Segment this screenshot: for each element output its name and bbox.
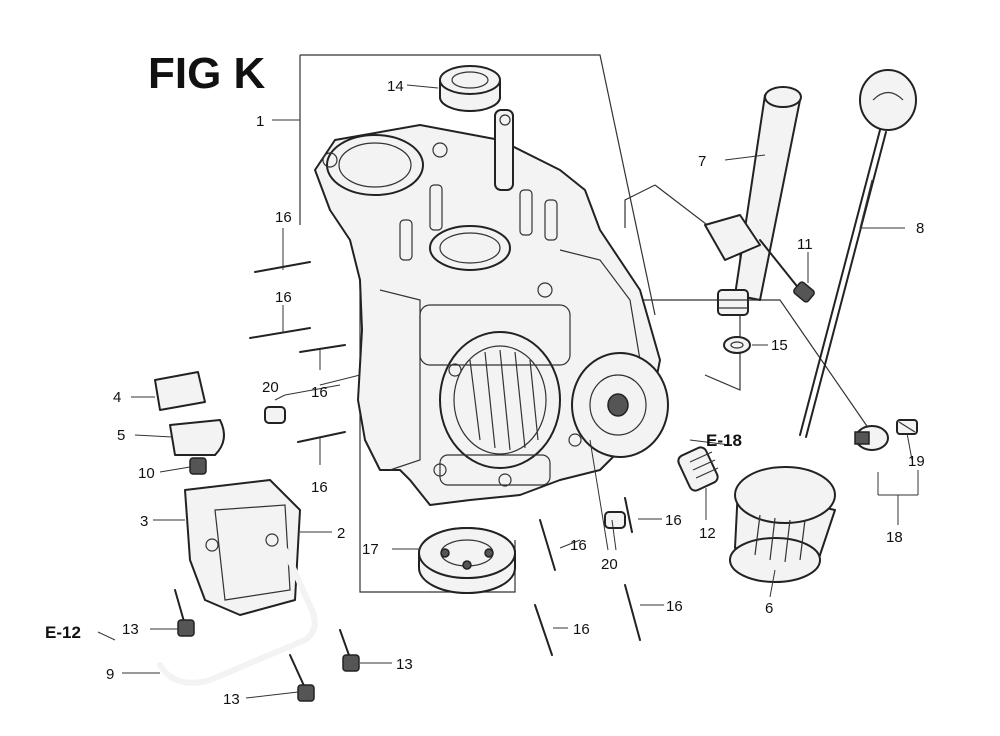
callout-16-d: 16	[311, 479, 328, 496]
oil-filter-6	[729, 466, 836, 583]
callout-10: 10	[138, 465, 155, 482]
callout-4: 4	[113, 389, 121, 406]
crankcase	[314, 109, 669, 506]
callout-20-b: 20	[601, 556, 618, 573]
bolt-10	[189, 457, 207, 475]
callout-3: 3	[140, 513, 148, 530]
dipstick-8	[799, 69, 917, 438]
filler-tube-7	[704, 86, 802, 316]
reference-e18: E-18	[706, 431, 742, 450]
callout-16-e: 16	[570, 537, 587, 554]
assembly-boundary	[300, 54, 656, 316]
gasket-2	[214, 504, 291, 601]
cover-3	[184, 479, 301, 616]
sub-bracket-18	[640, 299, 881, 446]
plate-4	[154, 371, 206, 411]
callout-19: 19	[908, 453, 925, 470]
bolts-13	[174, 589, 360, 702]
pressure-switch-18	[854, 419, 918, 451]
bolt-11	[759, 239, 815, 303]
callout-8: 8	[916, 220, 924, 237]
callout-13-b: 13	[396, 656, 413, 673]
callout-16-c: 16	[311, 384, 328, 401]
callout-16-f: 16	[665, 512, 682, 529]
bearing-17	[418, 527, 516, 594]
dowel-pin-20a	[264, 406, 286, 424]
nipple-12	[677, 446, 719, 492]
callout-5: 5	[117, 427, 125, 444]
callout-16-b: 16	[275, 289, 292, 306]
plate-5	[169, 419, 225, 456]
callout-9: 9	[106, 666, 114, 683]
callout-12: 12	[699, 525, 716, 542]
callout-15: 15	[771, 337, 788, 354]
callout-20-a: 20	[262, 379, 279, 396]
callout-11: 11	[797, 236, 813, 253]
callout-13-a: 13	[122, 621, 139, 638]
callout-16-h: 16	[573, 621, 590, 638]
dowel-pin-20b	[604, 511, 626, 529]
callout-6: 6	[765, 600, 773, 617]
leader-lines	[97, 84, 919, 699]
reference-e12: E-12	[45, 623, 81, 642]
callout-16-a: 16	[275, 209, 292, 226]
sub-bracket-7	[624, 184, 656, 228]
o-ring-15	[723, 336, 751, 354]
callout-16-g: 16	[666, 598, 683, 615]
callout-13-c: 13	[223, 691, 240, 708]
callout-1: 1	[256, 113, 264, 130]
support-arm	[494, 109, 514, 191]
callouts: 14 1 7 8 16 16 16 16 11 15 20 4 5 10 19 …	[45, 78, 925, 708]
callout-14: 14	[387, 78, 404, 95]
callout-7: 7	[698, 153, 706, 170]
figure-title: FIG K	[148, 49, 266, 98]
cylinder-bore-top	[326, 134, 424, 196]
sub-bracket-7b	[654, 184, 741, 391]
oil-seal-14	[439, 65, 501, 112]
callout-17: 17	[362, 541, 379, 558]
callout-2: 2	[337, 525, 345, 542]
callout-18: 18	[886, 529, 903, 546]
